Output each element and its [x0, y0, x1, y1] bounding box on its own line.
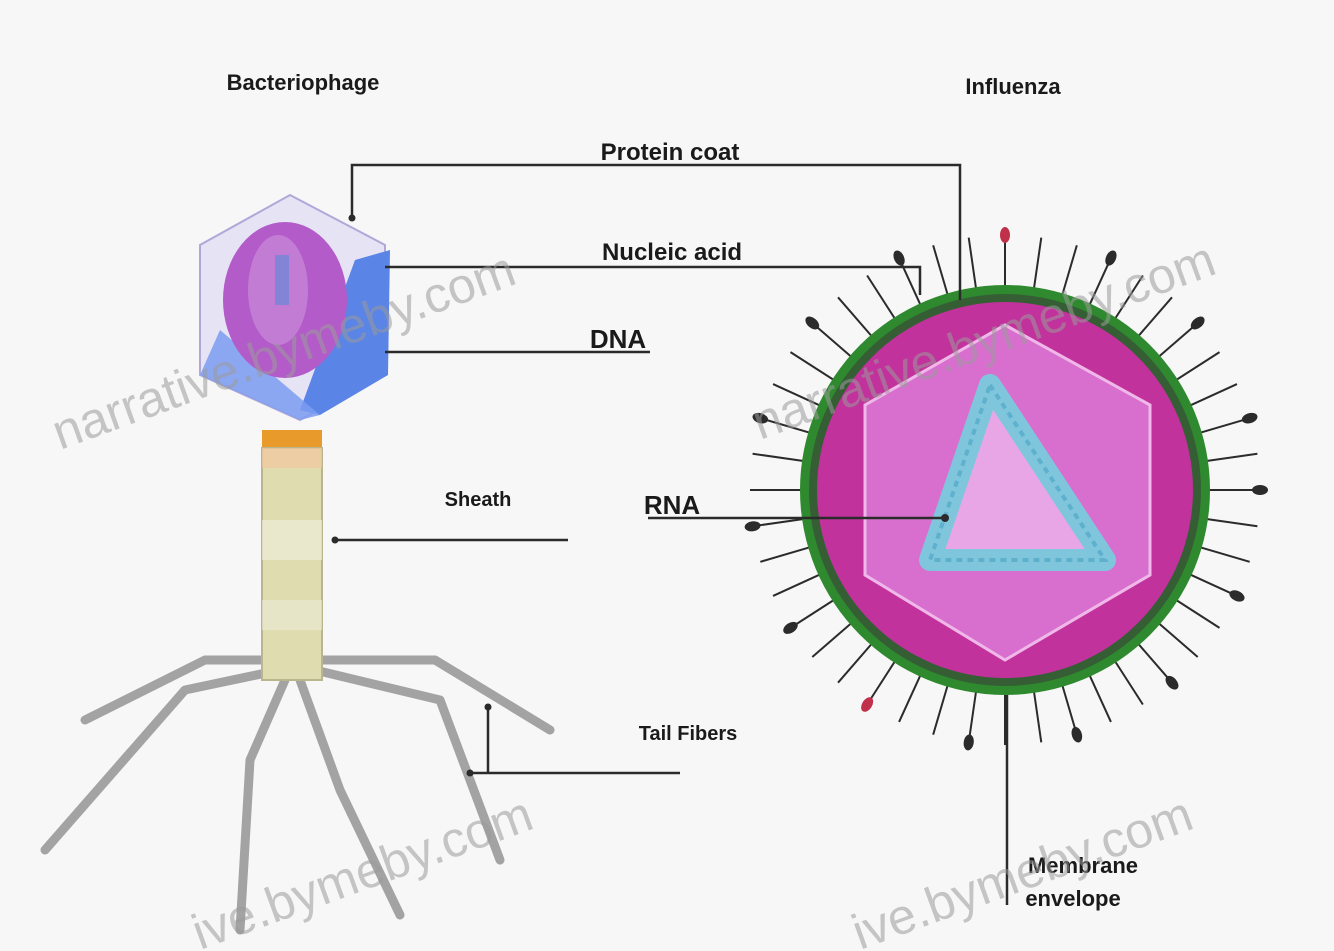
spike: [1033, 238, 1041, 292]
spike: [1136, 641, 1172, 683]
spike-head: [781, 619, 800, 636]
spike: [1197, 418, 1250, 433]
spike: [1113, 658, 1143, 704]
spike: [1197, 546, 1250, 561]
spike-head: [891, 249, 907, 268]
spike: [812, 323, 854, 359]
spike-head: [1070, 726, 1084, 744]
spike: [838, 641, 874, 683]
watermark-bottom-left: ive.bymeby.com: [185, 785, 540, 951]
protein-coat-label: Protein coat: [601, 139, 740, 166]
spike: [838, 297, 874, 339]
spike-head: [1241, 411, 1259, 425]
spike: [1173, 352, 1219, 382]
rna-label: RNA: [644, 490, 701, 520]
spike: [1173, 598, 1219, 628]
bacteriophage-title: Bacteriophage: [227, 70, 380, 95]
spike: [969, 238, 977, 292]
spike-head: [1252, 485, 1268, 495]
spike: [753, 518, 807, 526]
spike-head: [1000, 227, 1010, 243]
spike: [867, 275, 897, 321]
spike: [812, 621, 854, 657]
influenza-title: Influenza: [965, 74, 1061, 99]
spike: [899, 258, 922, 308]
spike-head: [963, 734, 975, 751]
nucleic-acid-label: Nucleic acid: [602, 239, 742, 266]
spike: [760, 546, 813, 561]
spike: [773, 573, 823, 596]
spike-head: [744, 520, 761, 532]
spike: [867, 658, 897, 704]
spike: [1187, 573, 1237, 596]
tail-fibers-label: Tail Fibers: [639, 723, 738, 745]
watermark-bottom-right: ive.bymeby.com: [845, 785, 1200, 951]
spike: [753, 454, 807, 462]
spike: [933, 245, 948, 298]
spike: [1187, 384, 1237, 407]
spike: [1061, 682, 1076, 735]
spike-head: [859, 695, 876, 714]
spike: [1033, 688, 1041, 742]
spike: [790, 598, 836, 628]
spike-head: [1228, 588, 1247, 604]
spike: [1088, 672, 1111, 722]
spike: [933, 682, 948, 735]
spike: [1156, 323, 1198, 359]
spike: [899, 672, 922, 722]
spike: [969, 688, 977, 742]
dna-label: DNA: [590, 324, 647, 354]
spike: [1156, 621, 1198, 657]
sheath-label: Sheath: [445, 489, 512, 511]
phage-tail-sheath: [262, 430, 322, 680]
spike: [1203, 518, 1257, 526]
spike: [1203, 454, 1257, 462]
